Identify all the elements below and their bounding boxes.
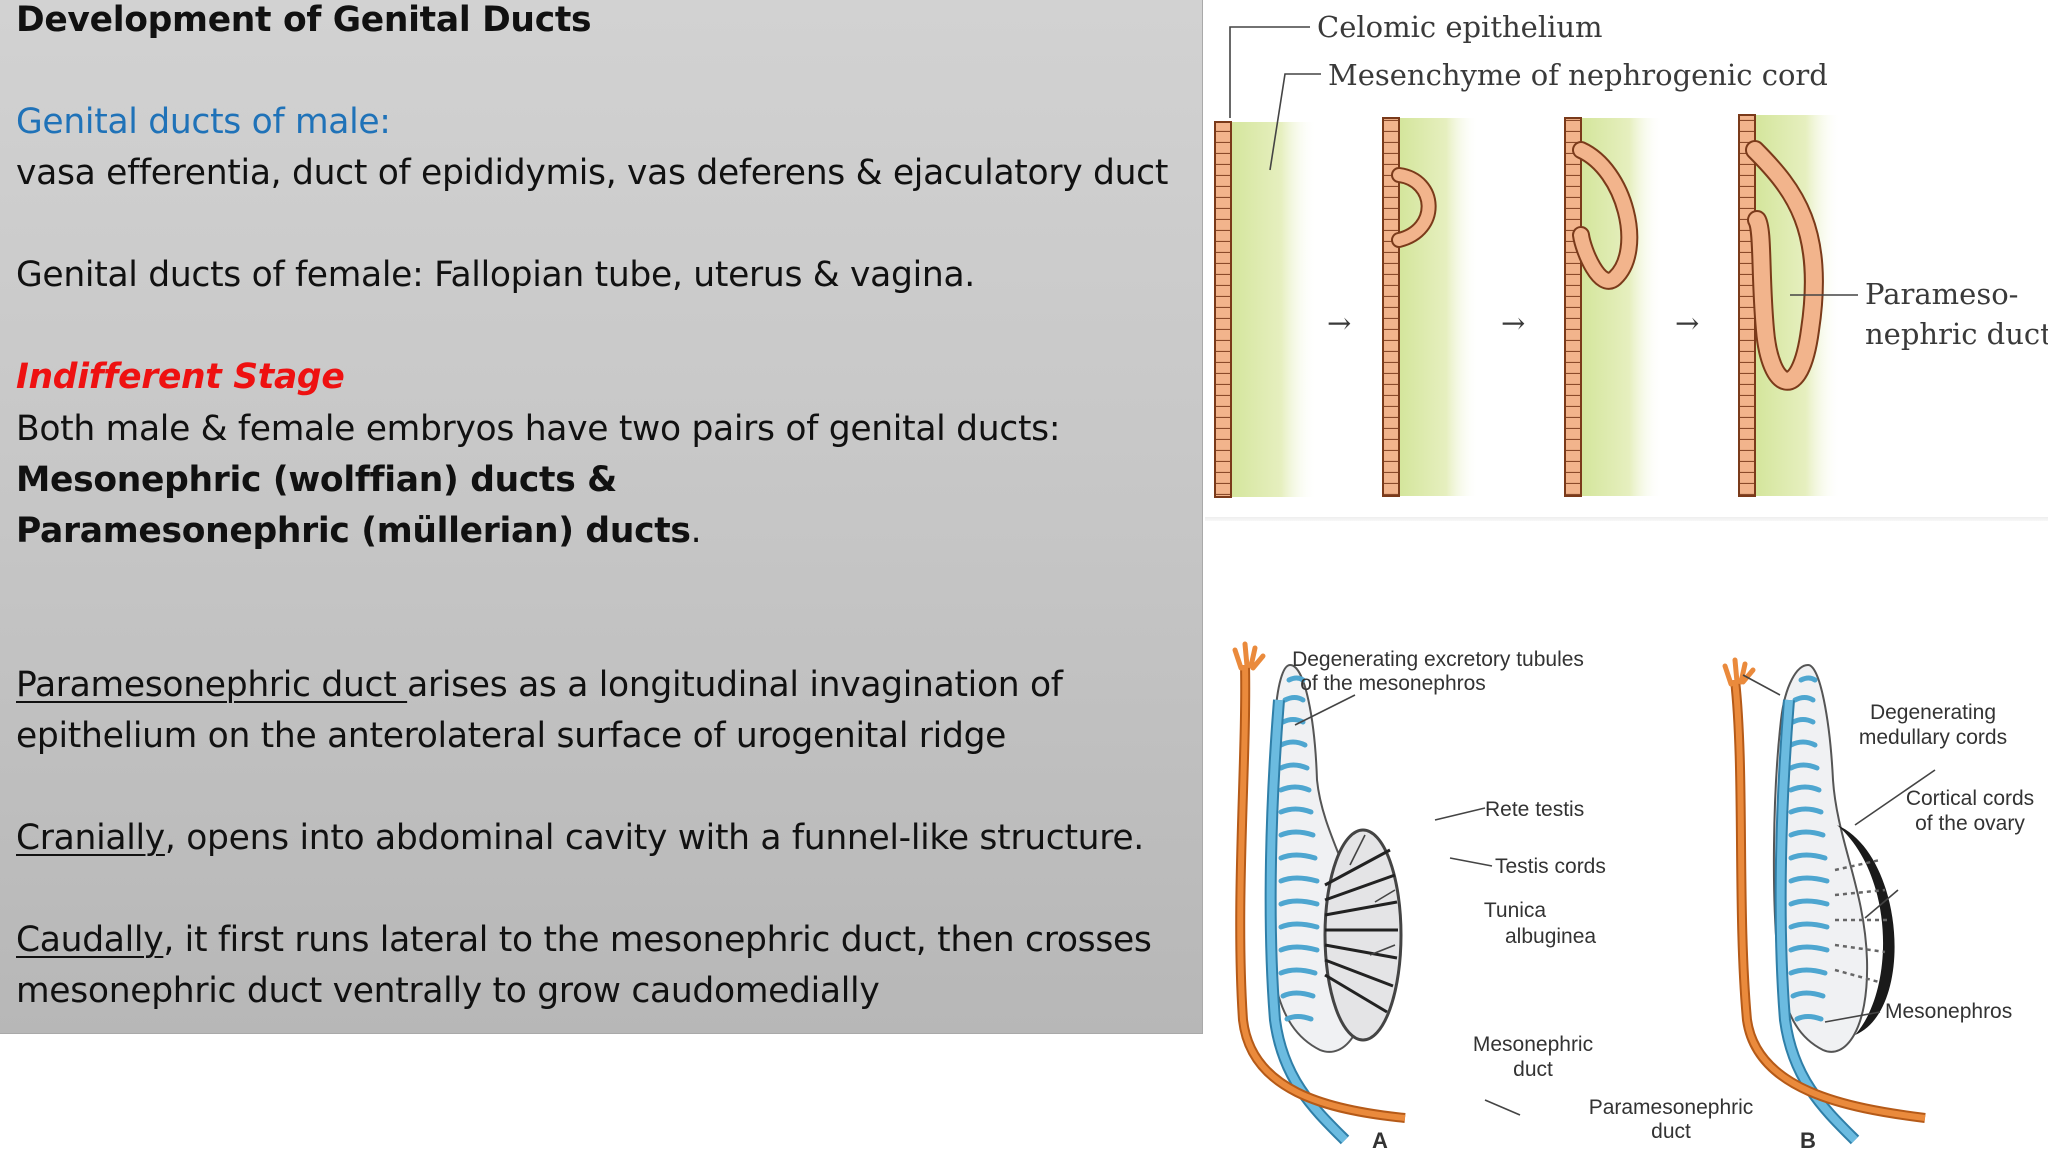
- female-ducts-line: Genital ducts of female: Fallopian tube,…: [16, 255, 975, 295]
- pmd-origin-line-2: epithelium on the anterolateral surface …: [16, 716, 1007, 756]
- pmd-term: Paramesonephric duct: [16, 665, 408, 705]
- panel-a-testis: [1232, 641, 1406, 1145]
- label-tunica-1: Tunica: [1484, 899, 1547, 922]
- stage-2-panel: [1382, 117, 1479, 497]
- period: .: [690, 511, 702, 551]
- label-testis-cords: Testis cords: [1495, 855, 1606, 878]
- pmd-invagination-figure: → → → Celomic epithelium Mesenchyme of n…: [1205, 0, 2048, 520]
- label-mesenchyme: Mesenchyme of nephrogenic cord: [1328, 58, 1828, 92]
- cranial-text: , opens into abdominal cavity with a fun…: [164, 818, 1144, 858]
- label-paramesonephric-duct-2: duct: [1651, 1120, 1691, 1143]
- label-degenerating-tubules-1: Degenerating excretory tubules: [1292, 648, 1584, 671]
- caudal-line-2: mesonephric duct ventrally to grow caudo…: [16, 971, 880, 1011]
- caudal-term: Caudally: [16, 920, 164, 960]
- pmd-origin-line: Paramesonephric duct arises as a longitu…: [16, 660, 1063, 711]
- caudal-text: , it first runs lateral to the mesonephr…: [163, 920, 1152, 960]
- stage-1-panel: [1214, 121, 1317, 498]
- label-paramesonephric-duct-1: Paramesonephric: [1589, 1096, 1754, 1119]
- pmd-origin-text: arises as a longitudinal invagination of: [407, 665, 1063, 705]
- label-degenerating-medullary-2: medullary cords: [1859, 726, 2007, 749]
- cranial-line: Cranially, opens into abdominal cavity w…: [16, 813, 1144, 864]
- cranial-term: Cranially: [16, 818, 165, 858]
- label-degenerating-medullary-1: Degenerating: [1870, 701, 1996, 724]
- caudal-line: Caudally, it first runs lateral to the m…: [16, 915, 1152, 966]
- mesonephric-duct-term: Mesonephric (wolffian) ducts &: [16, 460, 617, 500]
- arrow-icon: →: [1327, 306, 1351, 340]
- panel-letter-a: A: [1372, 1128, 1388, 1152]
- label-cortical-cords-2: of the ovary: [1915, 812, 2025, 835]
- label-rete-testis: Rete testis: [1485, 798, 1584, 821]
- figure-divider: [1205, 517, 2048, 521]
- stage-3-panel: [1564, 117, 1663, 497]
- label-degenerating-tubules-2: of the mesonephros: [1300, 672, 1486, 695]
- label-cortical-cords-1: Cortical cords: [1906, 787, 2034, 810]
- label-mesonephros: Mesonephros: [1885, 1000, 2012, 1023]
- text-panel: Development of Genital Ducts Genital duc…: [0, 0, 1203, 1034]
- label-pmd-line-1: Parameso-: [1865, 277, 2018, 311]
- label-mesonephric-duct-2: duct: [1513, 1058, 1553, 1081]
- label-mesonephric-duct-1: Mesonephric: [1473, 1033, 1593, 1056]
- indifferent-stage-text: Both male & female embryos have two pair…: [16, 409, 1061, 449]
- label-pmd-line-2: nephric duct: [1865, 317, 2048, 351]
- paramesonephric-duct-term: Paramesonephric (müllerian) ducts: [16, 511, 691, 551]
- slide-title: Development of Genital Ducts: [16, 0, 592, 40]
- arrow-icon: →: [1675, 306, 1699, 340]
- paramesonephric-duct-line: Paramesonephric (müllerian) ducts.: [16, 506, 702, 557]
- male-ducts-list: vasa efferentia, duct of epididymis, vas…: [16, 153, 1169, 193]
- male-ducts-heading: Genital ducts of male:: [16, 102, 391, 142]
- panel-b-ovary: [1722, 657, 1926, 1145]
- stage-4-panel: [1738, 114, 1841, 497]
- label-tunica-2: albuginea: [1505, 925, 1596, 948]
- gonad-duct-figure: Degenerating excretory tubules of the me…: [1205, 640, 2048, 1152]
- arrow-icon: →: [1501, 306, 1525, 340]
- indifferent-stage-heading: Indifferent Stage: [16, 357, 345, 397]
- panel-letter-b: B: [1800, 1128, 1816, 1152]
- label-celomic-epithelium: Celomic epithelium: [1317, 10, 1603, 44]
